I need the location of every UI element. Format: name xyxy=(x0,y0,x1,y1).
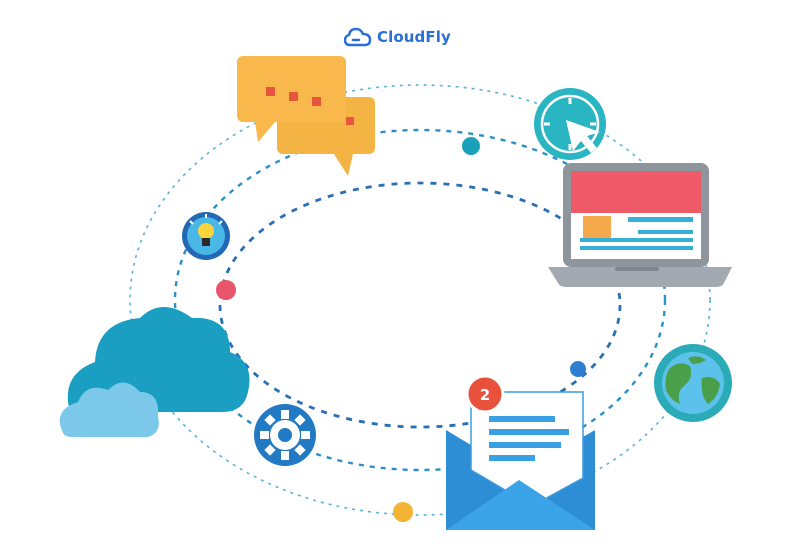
orbit-dot-red xyxy=(216,280,236,300)
clock-cursor-icon xyxy=(534,88,606,160)
orbit-middle xyxy=(173,128,667,472)
orbit-dot-blue xyxy=(570,361,586,377)
cloud-icon xyxy=(59,307,250,437)
cloud-logo-icon xyxy=(344,27,372,47)
orbit-inner xyxy=(218,181,622,429)
notification-count: 2 xyxy=(480,386,490,404)
email-envelope-icon xyxy=(446,391,595,530)
brand-logo: CloudFly xyxy=(344,26,451,48)
laptop-website-icon xyxy=(548,163,732,287)
chat-bubbles-icon xyxy=(237,56,375,176)
orbit-dot-yellow xyxy=(393,502,413,522)
lightbulb-icon xyxy=(182,212,230,260)
orbit-outer xyxy=(129,84,711,516)
brand-name: CloudFly xyxy=(377,28,451,46)
orbit-dot-teal xyxy=(462,137,480,155)
notification-badge: 2 xyxy=(465,374,505,414)
globe-icon xyxy=(654,344,732,422)
gear-icon xyxy=(254,404,316,466)
orbit-rings xyxy=(129,84,711,516)
